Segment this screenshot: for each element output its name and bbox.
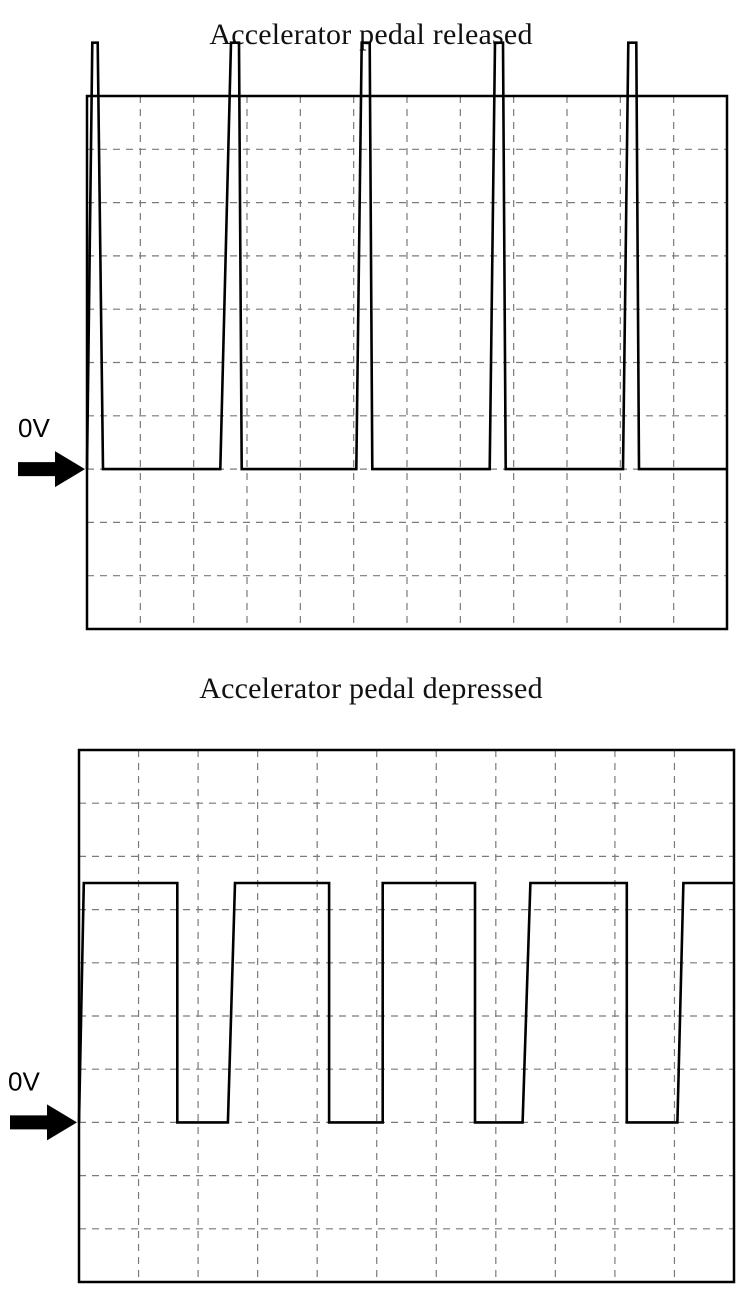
waveform-trace: [77, 881, 734, 1124]
scope-frame: [85, 94, 729, 631]
chart-title-depressed: Accelerator pedal depressed: [199, 672, 543, 705]
zero-volt-arrow-icon: [18, 451, 85, 488]
grid: [87, 96, 727, 629]
scope-frame: [77, 748, 736, 1284]
zero-volt-arrow-icon: [10, 1104, 77, 1141]
zero-volt-label: 0V: [8, 1066, 40, 1096]
scope-released: 0V: [18, 41, 729, 631]
waveform-trace: [85, 41, 727, 471]
zero-volt-label: 0V: [18, 413, 50, 443]
